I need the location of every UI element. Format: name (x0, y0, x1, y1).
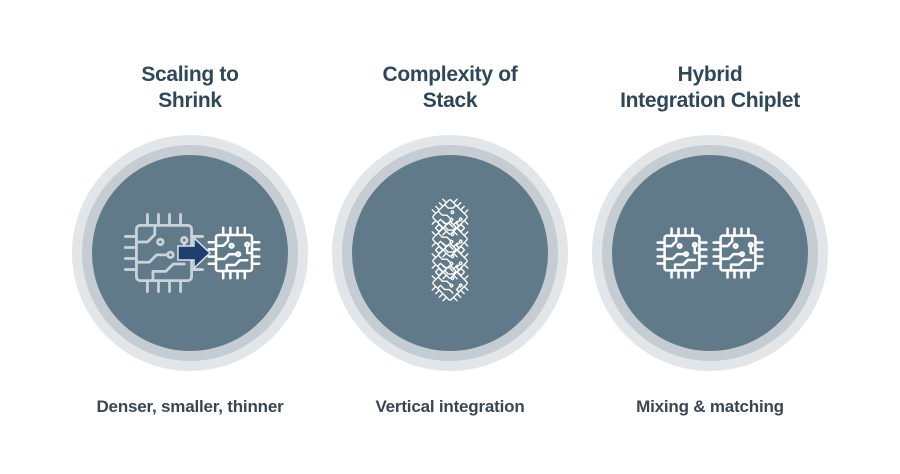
panel-hybrid: Hybrid Integration Chiplet Mixing & matc… (580, 0, 840, 474)
panel-title-line2: Stack (422, 89, 478, 112)
icon-disc (612, 155, 808, 351)
panel-scaling: Scaling to Shrink Denser, smaller, thinn… (60, 0, 320, 474)
panel-stack: Complexity of Stack Vertical integration (320, 0, 580, 474)
panel-circle (332, 135, 568, 371)
chiplet-pair-icon (656, 227, 764, 279)
panel-circle (72, 135, 308, 371)
panel-title-line1: Scaling to (141, 63, 239, 86)
panel-title: Complexity of Stack (320, 62, 580, 114)
small-chip-icon (207, 226, 261, 280)
stacked-chip-icon (424, 257, 476, 309)
panel-title-line1: Hybrid (677, 63, 743, 86)
right-chiplet-icon (712, 227, 764, 279)
stacked-chip-icon (424, 191, 476, 243)
panel-title: Scaling to Shrink (60, 62, 320, 114)
chip-stack-icon (424, 191, 476, 309)
panel-title-line2: Shrink (158, 89, 222, 112)
icon-disc (92, 155, 288, 351)
panel-title: Hybrid Integration Chiplet (580, 62, 840, 114)
arrow-icon (177, 236, 212, 270)
panel-circle (592, 135, 828, 371)
left-chiplet-icon (656, 227, 708, 279)
panel-caption: Vertical integration (375, 397, 525, 416)
panel-title-line1: Complexity of (382, 63, 518, 86)
chip-shrink-icon (123, 212, 261, 294)
icon-disc (352, 155, 548, 351)
panel-caption: Denser, smaller, thinner (96, 397, 284, 416)
stacked-chip-icon (424, 213, 476, 265)
panel-title-line2: Integration Chiplet (620, 89, 800, 112)
stacked-chip-icon (424, 235, 476, 287)
panel-caption: Mixing & matching (636, 397, 784, 416)
